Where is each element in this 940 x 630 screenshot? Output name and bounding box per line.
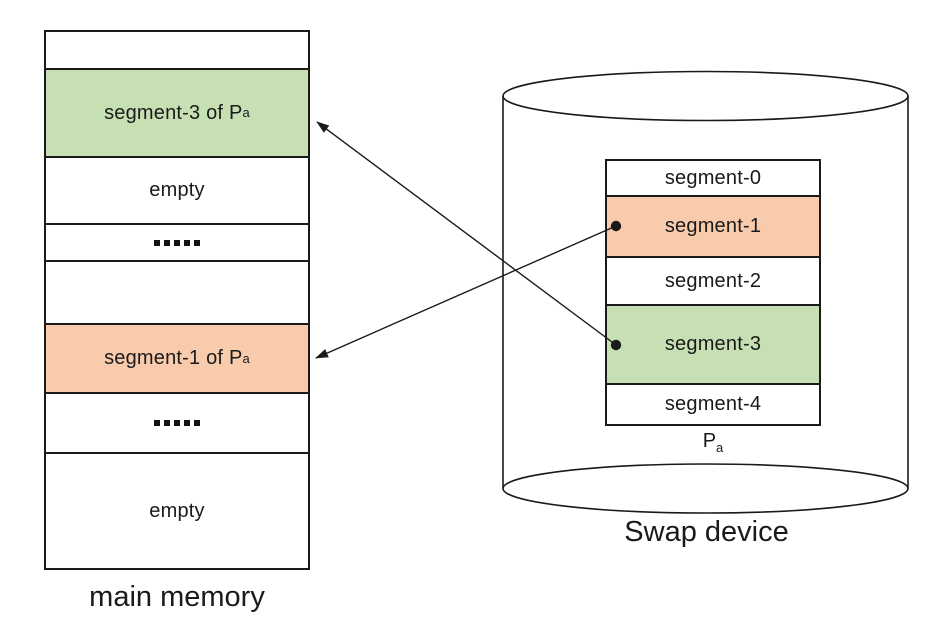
swap-row-segment2: segment-2: [607, 258, 819, 306]
swap-row-segment3: segment-3: [607, 306, 819, 385]
main-memory-caption: main memory: [89, 581, 265, 613]
memory-row-blank: [46, 32, 308, 70]
ellipsis-dots: [154, 239, 200, 246]
memory-row-empty-2: empty: [149, 499, 205, 522]
swap-device-caption: Swap device: [624, 516, 789, 548]
memory-row-ellipsis-1: [46, 225, 308, 262]
swap-row-segment1: segment-1: [607, 197, 819, 258]
swap-segment-table: segment-0 segment-1 segment-2 segment-3 …: [605, 159, 821, 426]
memory-row-blank-2: [46, 262, 308, 325]
arrow-segment1: [315, 225, 617, 359]
swap-row-segment0: segment-0: [607, 161, 819, 197]
ellipsis-dots: [154, 420, 200, 426]
process-label: Pa: [702, 430, 724, 455]
swap-row-segment4: segment-4: [664, 393, 762, 415]
arrow-segment3: [316, 121, 617, 346]
memory-row-ellipsis-2: [46, 394, 308, 454]
memory-row-empty-1: empty: [46, 158, 308, 225]
